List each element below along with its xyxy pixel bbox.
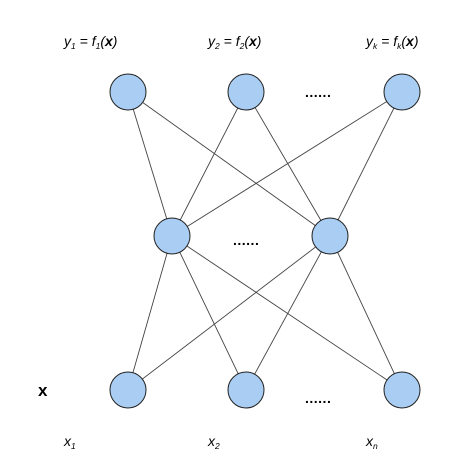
- output-node-1: [109, 73, 147, 111]
- edge-hidden-2-output-2: [245, 91, 331, 237]
- hidden-layer-ellipsis: ......: [233, 232, 259, 248]
- input-node-n: [383, 371, 421, 409]
- neurons: [109, 73, 421, 409]
- output-label-2: y2 = f2(x): [207, 33, 261, 51]
- input-label-1: x1: [63, 433, 76, 451]
- input-node-1: [109, 371, 147, 409]
- output-node-k: [383, 73, 421, 111]
- edge-input-2-hidden-2: [245, 235, 331, 391]
- output-node-2: [227, 73, 265, 111]
- input-vector-label: x: [38, 381, 48, 400]
- edge-hidden-2-output-3: [329, 91, 403, 237]
- input-label-n: xn: [365, 433, 378, 451]
- connections: [127, 91, 403, 391]
- edge-input-3-hidden-2: [329, 235, 403, 391]
- edge-input-2-hidden-1: [171, 235, 247, 391]
- input-label-2: x2: [207, 433, 220, 451]
- edge-hidden-2-output-1: [127, 91, 331, 237]
- output-layer-ellipsis: ......: [305, 84, 331, 100]
- hidden-node-2: [311, 217, 349, 255]
- input-node-2: [227, 371, 265, 409]
- edge-hidden-1-output-2: [171, 91, 247, 237]
- edge-input-3-hidden-1: [171, 235, 403, 391]
- edge-input-1-hidden-2: [127, 235, 331, 391]
- edge-input-1-hidden-1: [127, 235, 173, 391]
- output-label-k: yk = fk(x): [365, 33, 419, 51]
- input-layer-ellipsis: ......: [305, 390, 331, 406]
- hidden-node-1: [153, 217, 191, 255]
- edge-hidden-1-output-3: [171, 91, 403, 237]
- edge-hidden-1-output-1: [127, 91, 173, 237]
- output-label-1: y1 = f1(x): [63, 33, 117, 51]
